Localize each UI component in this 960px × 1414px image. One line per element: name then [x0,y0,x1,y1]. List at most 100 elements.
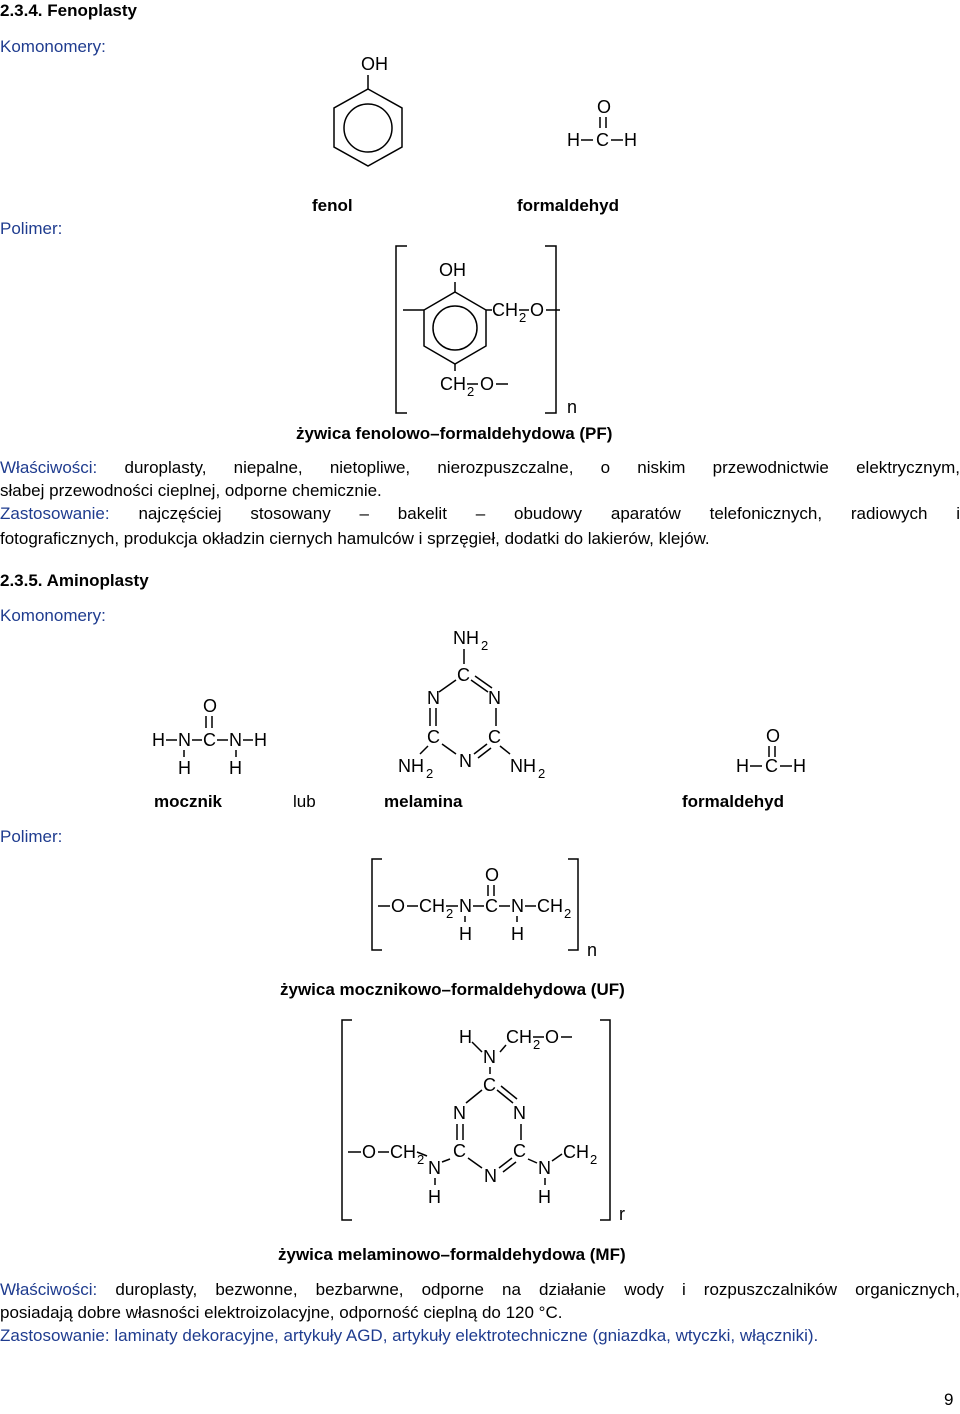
atom-n: N [511,896,524,916]
subscript-2: 2 [533,1037,540,1052]
aminoplasty-structures: O H N C N H H H NH 2 C N N C C N NH 2 N [152,628,806,1224]
subscript-2: 2 [538,766,545,781]
atom-n: N [483,1047,496,1067]
atom-h: H [538,1187,551,1207]
atom-h: H [152,730,165,750]
repeat-n-uf: n [587,940,597,960]
polimer-label: Polimer: [0,219,63,238]
atom-c: C [203,730,216,750]
atom-n: N [538,1158,551,1178]
ch-group: CH [419,896,445,916]
atom-n: N [459,896,472,916]
atom-c: C [596,130,609,150]
ch-group: CH [492,300,518,320]
subscript-2: 2 [590,1152,597,1167]
atom-n: N [488,688,501,708]
wlasciwosci-label: Właściwości: [0,458,98,477]
atom-c: C [485,896,498,916]
atom-o: O [766,726,780,746]
wlasciwosci-label-amino: Właściwości: [0,1280,98,1299]
ch-group: CH [390,1142,416,1162]
atom-h: H [229,758,242,778]
nh-group: NH [510,756,536,776]
ch-group: CH [440,374,466,394]
wlasciwosci-text-amino: duroplasty, bezwonne, bezbarwne, odporne… [115,1280,960,1299]
subscript-2: 2 [467,384,474,399]
section-heading-fenoplasty: 2.3.4. Fenoplasty [0,1,137,20]
atom-n: N [453,1103,466,1123]
formaldehyde-structure-2: O H C H [736,726,806,776]
ch-group: CH [537,896,563,916]
wlasciwosci-text: duroplasty, niepalne, nietopliwe, nieroz… [124,458,960,477]
atom-c: C [453,1141,466,1161]
atom-o: O [597,97,611,117]
atom-o: O [203,696,217,716]
polymer-pf-name: żywica fenolowo–formaldehydowa (PF) [296,424,613,443]
zastosowanie-pf-line1: Zastosowanie: najczęściej stosowany – ba… [0,502,960,525]
atom-o: O [530,300,544,320]
uf-polymer-structure: n O CH 2 N C N CH 2 O H H [371,858,597,960]
atom-o: O [545,1027,559,1047]
wlasciwosci-amino-line2: posiadają dobre własności elektroizolacy… [0,1303,563,1322]
atom-c: C [483,1075,496,1095]
monomer-melamina-label: melamina [384,792,463,811]
subscript-2: 2 [446,906,453,921]
subscript-2: 2 [519,310,526,325]
page-number: 9 [944,1390,954,1409]
ch-group: CH [506,1027,532,1047]
atom-h: H [793,756,806,776]
zastosowanie-text: najczęściej stosowany – bakelit – obudow… [138,504,960,523]
atom-h: H [736,756,749,776]
atom-n: N [229,730,242,750]
subscript-2: 2 [564,906,571,921]
polimer-label-amino: Polimer: [0,827,63,846]
mf-polymer-structure: r H N CH 2 O C N N C C N O CH 2 N H N [341,1019,625,1224]
atom-h: H [459,924,472,944]
atom-o: O [362,1142,376,1162]
atom-n: N [428,1158,441,1178]
phenol-structure: OH [333,54,403,167]
atom-c: C [457,665,470,685]
polymer-mf-name: żywica melaminowo–formaldehydowa (MF) [278,1245,626,1264]
pf-oh: OH [439,260,466,280]
atom-o: O [480,374,494,394]
komonomery-label: Komonomery: [0,37,106,56]
lub-label: lub [293,792,316,811]
nh-group: NH [453,628,479,648]
atom-h: H [511,924,524,944]
atom-h: H [428,1187,441,1207]
atom-o: O [485,865,499,885]
polymer-uf-name: żywica mocznikowo–formaldehydowa (UF) [280,980,625,999]
atom-h: H [178,758,191,778]
wlasciwosci-pf-line2: słabej przewodności cieplnej, odporne ch… [0,481,382,500]
zastosowanie-pf-line2: fotograficznych, produkcja okładzin cier… [0,529,710,548]
atom-c: C [488,727,501,747]
monomer-mocznik-label: mocznik [154,792,223,811]
subscript-2: 2 [426,766,433,781]
wlasciwosci-amino-line1: Właściwości: duroplasty, bezwonne, bezba… [0,1278,960,1301]
atom-n: N [484,1166,497,1186]
phenol-oh: OH [361,54,388,74]
urea-structure: O H N C N H H H [152,696,267,778]
monomer-formaldehyd-label: formaldehyd [517,196,620,215]
atom-n: N [178,730,191,750]
zastosowanie-label: Zastosowanie: [0,504,110,523]
atom-o: O [391,896,405,916]
komonomery-label-amino: Komonomery: [0,606,106,625]
melamine-structure: NH 2 C N N C C N NH 2 NH 2 [398,628,545,781]
atom-n: N [513,1103,526,1123]
zastosowanie-amino-line: Zastosowanie: laminaty dekoracyjne, arty… [0,1324,818,1347]
section-heading-aminoplasty: 2.3.5. Aminoplasty [0,571,149,590]
repeat-r-mf: r [619,1204,625,1224]
monomer-fenol-label: fenol [312,196,353,215]
zastosowanie-text-amino: laminaty dekoracyjne, artykuły AGD, arty… [114,1326,819,1345]
subscript-2: 2 [417,1152,424,1167]
atom-c: C [765,756,778,776]
atom-h: H [254,730,267,750]
ch-group: CH [563,1142,589,1162]
atom-c: C [513,1141,526,1161]
wlasciwosci-pf-line1: Właściwości: duroplasty, niepalne, nieto… [0,456,960,479]
atom-c: C [427,727,440,747]
fenoplasty-structures: OH O H C H n OH CH 2 O CH 2 O [333,54,637,417]
atom-h: H [567,130,580,150]
